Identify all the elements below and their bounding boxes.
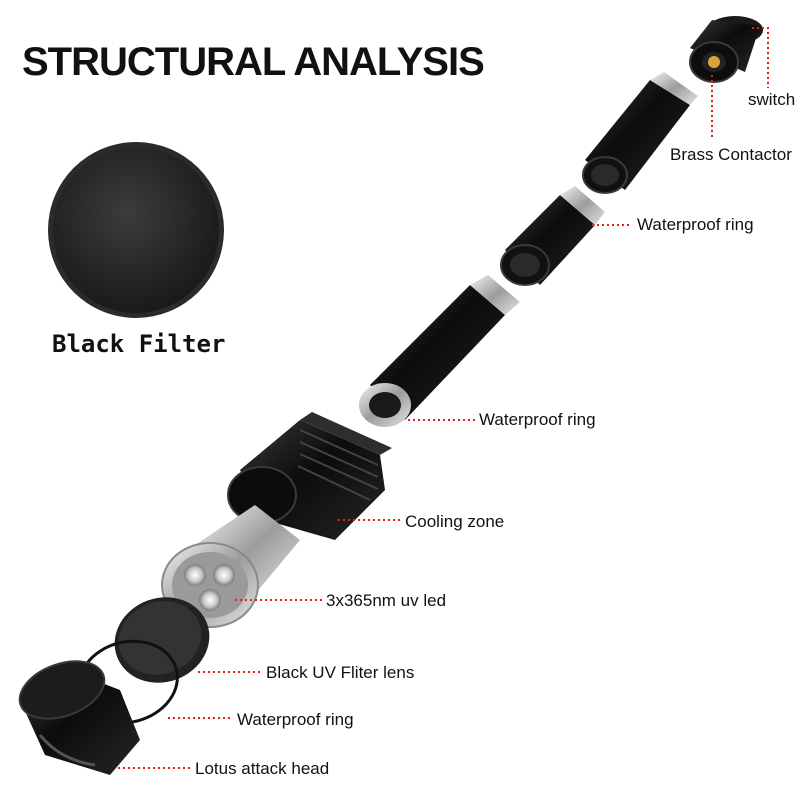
leader-switch — [752, 27, 769, 88]
cooling-head — [227, 412, 392, 540]
attack-head-bezel — [18, 660, 140, 775]
led-reflector — [161, 505, 300, 628]
callout-switch: switch — [748, 90, 796, 109]
tail-tube — [582, 72, 698, 194]
filter-label: Black Filter — [52, 330, 226, 358]
callout-led: 3x365nm uv led — [326, 591, 447, 610]
body-tube — [359, 275, 520, 427]
leader-lines — [118, 27, 769, 769]
callout-waterproof-ring-3: Waterproof ring — [237, 710, 354, 729]
black-filter-disc — [48, 142, 224, 318]
callout-waterproof-ring-2: Waterproof ring — [479, 410, 596, 429]
uv-filter-lens — [114, 597, 210, 683]
switch-cap — [689, 16, 763, 83]
callout-brass-contactor: Brass Contactor — [670, 145, 792, 164]
callout-uv-filter-lens: Black UV Fliter lens — [266, 663, 415, 682]
middle-tube — [500, 186, 605, 286]
callout-waterproof-ring-1: Waterproof ring — [637, 215, 754, 234]
callout-cooling-zone: Cooling zone — [405, 512, 505, 531]
callout-attack-head: Lotus attack head — [195, 759, 330, 778]
page-title: STRUCTURAL ANALYSIS — [22, 40, 485, 84]
